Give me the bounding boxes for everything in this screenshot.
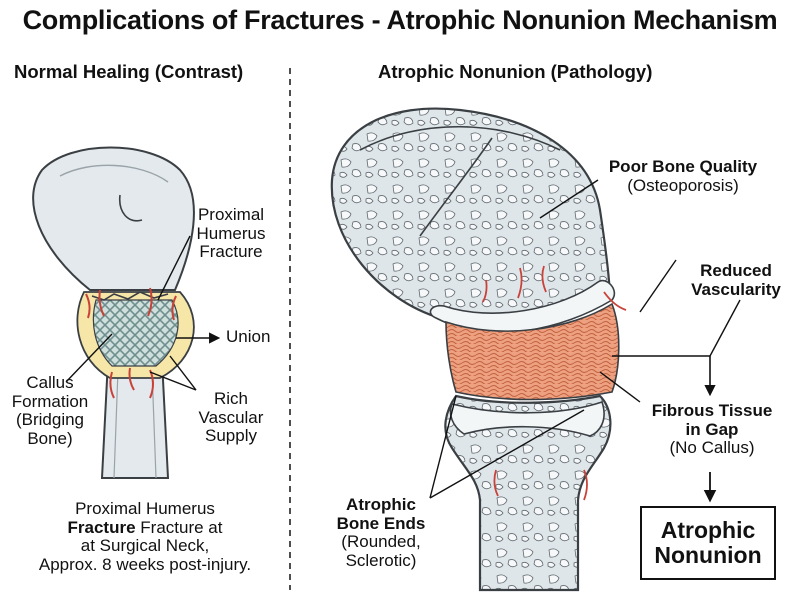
- result-line-1: Atrophic: [660, 516, 756, 543]
- caption-bold-word: Fracture: [67, 517, 136, 537]
- vascularity-label: Reduced Vascularity: [691, 261, 781, 299]
- vascular-supply-label: Rich Vascular Supply: [198, 389, 264, 446]
- normal-humerus-drawing: [32, 146, 221, 479]
- result-box: Atrophic Nonunion: [640, 506, 776, 580]
- nonunion-humerus-drawing: [330, 107, 741, 592]
- left-panel-heading: Normal Healing (Contrast): [14, 61, 244, 82]
- bone-quality-label: Poor Bone Quality (Osteoporosis): [608, 157, 758, 195]
- union-label: Union: [226, 327, 271, 346]
- bone-ends-label: Atrophic Bone Ends (Rounded, Sclerotic): [336, 495, 426, 571]
- right-panel-heading: Atrophic Nonunion (Pathology): [378, 61, 653, 82]
- fracture-label: Proximal Humerus Fracture: [196, 205, 266, 262]
- result-line-2: Nonunion: [654, 542, 762, 568]
- callus-label: Callus Formation (Bridging Bone): [11, 373, 89, 449]
- left-caption: Proximal Humerus Fracture Fracture at at…: [38, 499, 252, 575]
- fibrous-tissue-label: Fibrous Tissue in Gap (No Callus): [651, 401, 773, 458]
- diagram-title: Complications of Fractures - Atrophic No…: [22, 5, 778, 35]
